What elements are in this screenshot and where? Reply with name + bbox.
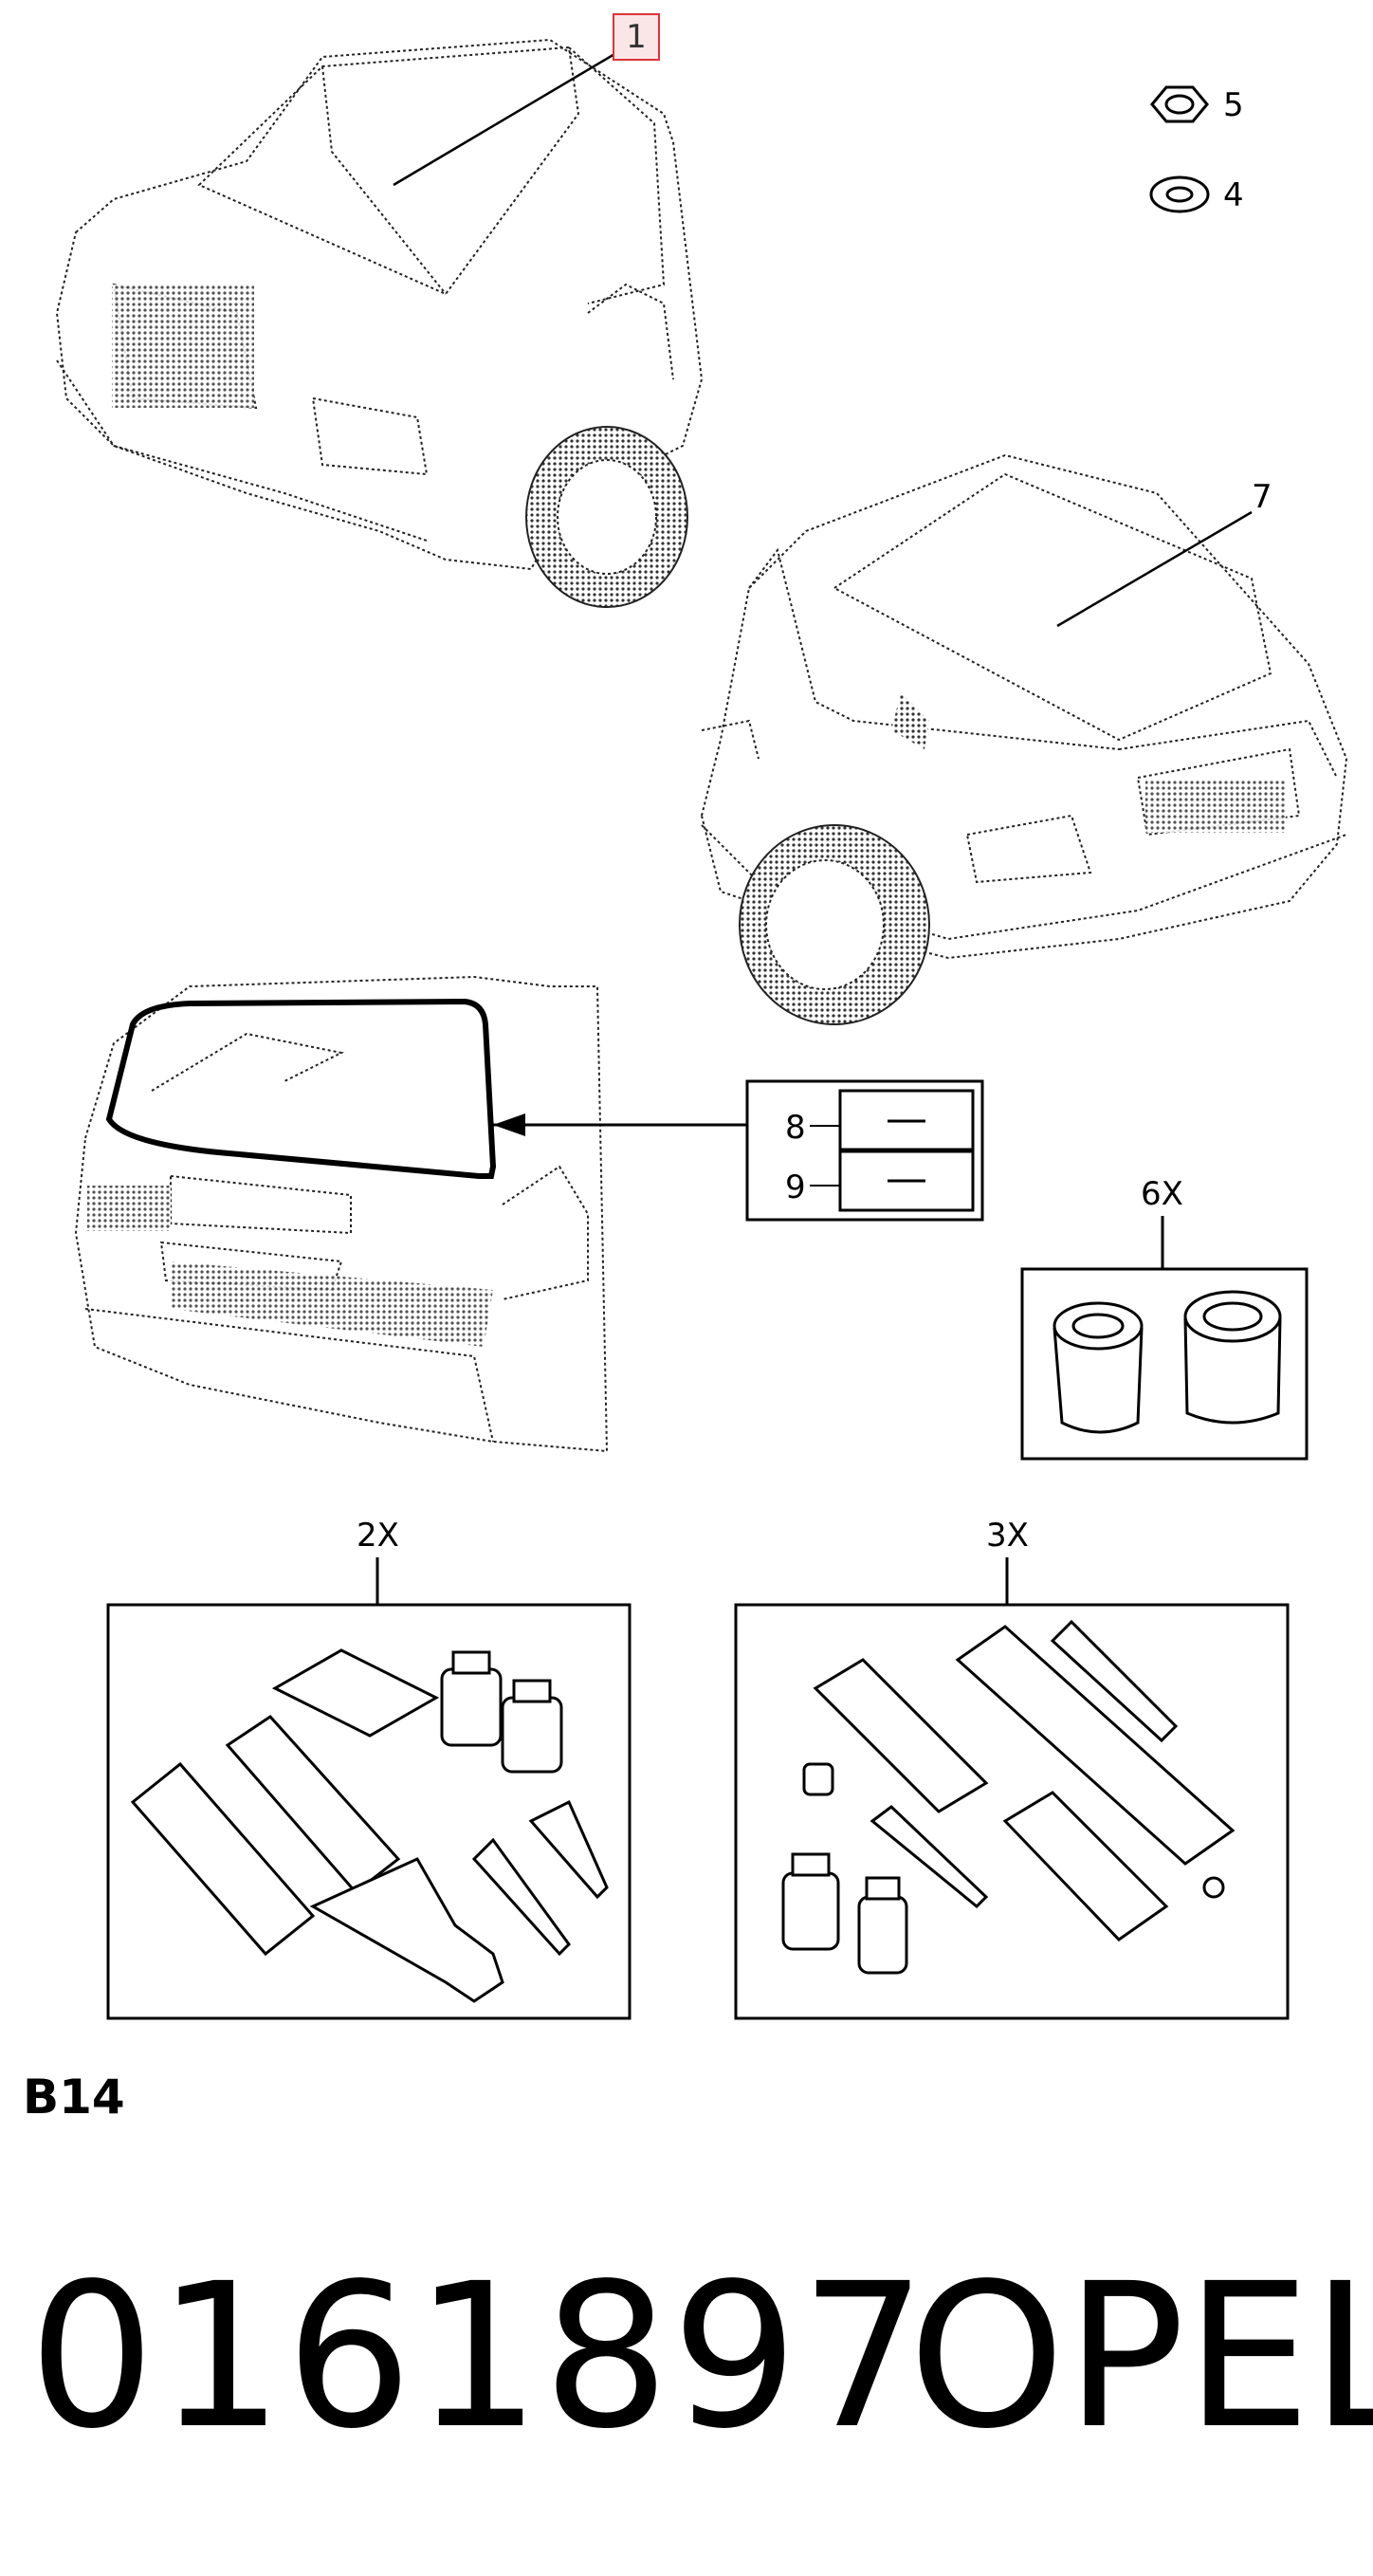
brand-name: OPEL	[908, 2240, 1373, 2473]
part-number: 0161897	[28, 2240, 929, 2473]
bushing-icon	[1053, 1290, 1282, 1434]
kit-b-quantity-label: 3X	[986, 1517, 1029, 1555]
nut-icon	[1150, 85, 1209, 123]
callout-4: 4	[1223, 176, 1244, 214]
car-rear-right-illustration	[700, 453, 1348, 960]
kit-a-quantity-label: 2X	[357, 1517, 399, 1555]
washer-icon	[1149, 175, 1210, 213]
bushings-quantity-label: 6X	[1141, 1175, 1183, 1213]
adhesive-kit-a-icon	[130, 1648, 609, 2003]
callout-7: 7	[1252, 478, 1272, 516]
highlighted-callout-1[interactable]: 1	[613, 13, 660, 61]
callout-8: 8	[785, 1109, 806, 1147]
callout-5: 5	[1223, 86, 1244, 124]
adhesive-kit-b-icon	[781, 1619, 1236, 1975]
callout-9: 9	[785, 1168, 806, 1206]
tailgate-seal-outline	[105, 998, 497, 1179]
section-code: B14	[23, 2070, 125, 2125]
